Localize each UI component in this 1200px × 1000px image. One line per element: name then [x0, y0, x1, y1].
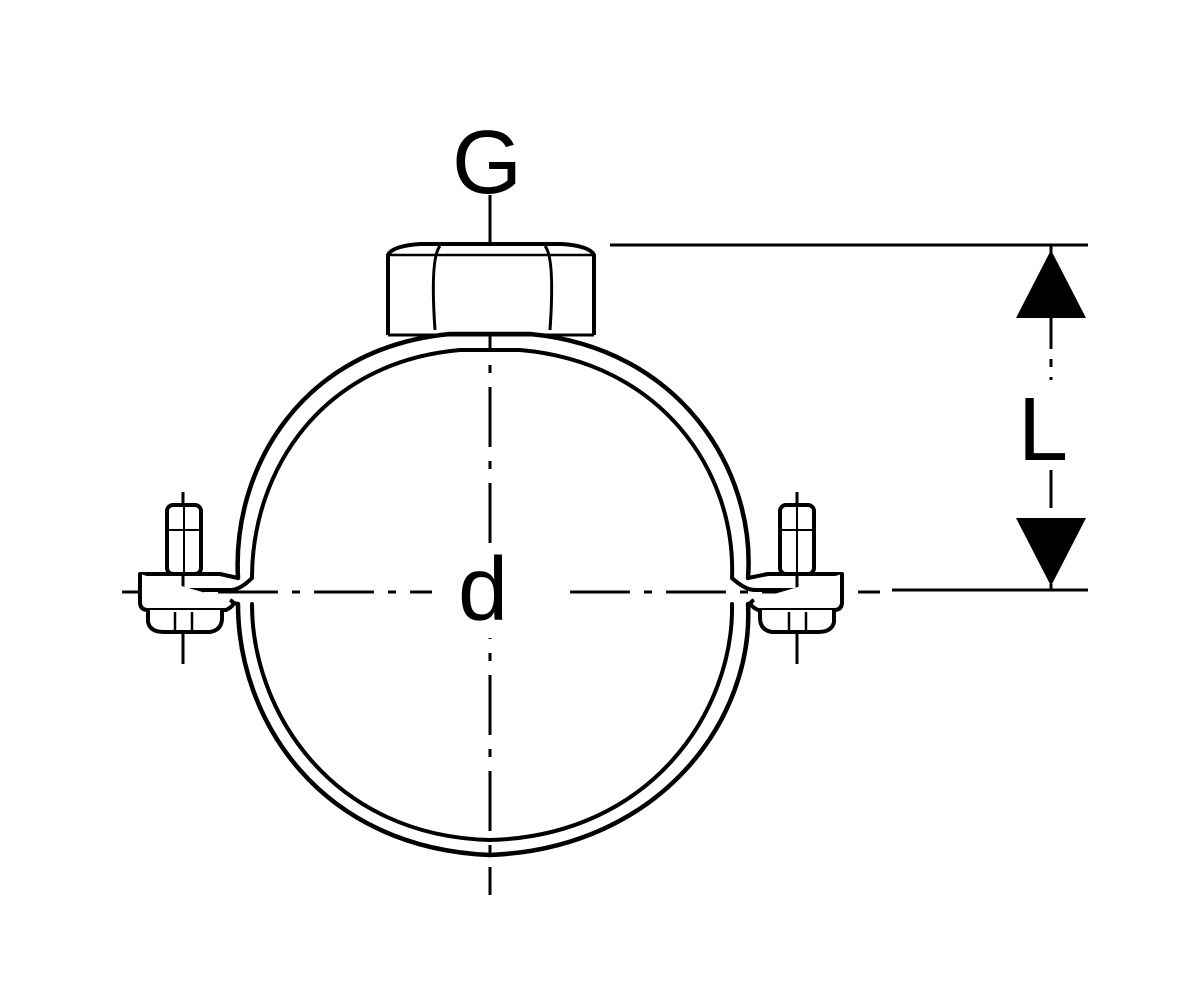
diameter-label: d	[458, 540, 509, 640]
right-flange	[748, 503, 844, 634]
thread-label: G	[452, 113, 523, 213]
clamp-band-inner	[250, 348, 735, 842]
length-label: L	[1018, 380, 1069, 480]
arrow-up-icon	[1016, 250, 1086, 318]
arrow-down-icon	[1016, 518, 1086, 586]
hex-nut	[386, 242, 596, 337]
left-flange	[138, 503, 236, 634]
clamp-band-outer	[235, 331, 751, 858]
clamp-ring	[138, 331, 844, 858]
dimension-l	[610, 243, 1088, 592]
